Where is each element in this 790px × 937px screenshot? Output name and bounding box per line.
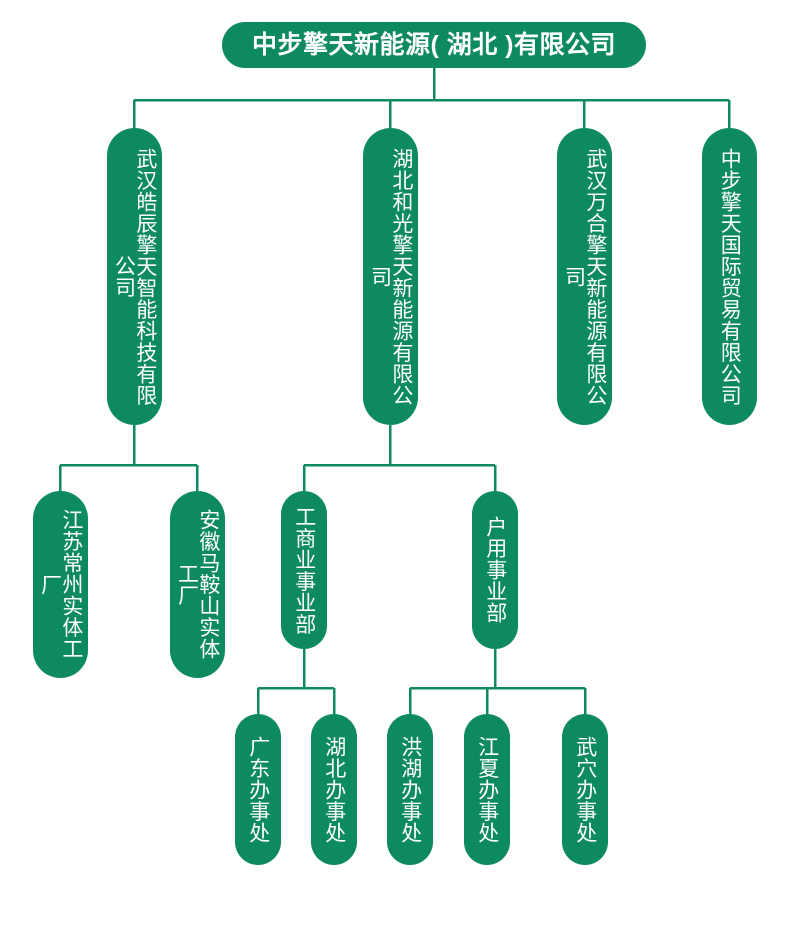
org-node-industrial-div[interactable]: 工商业事业部 — [281, 491, 327, 649]
org-node-jiangxia-office[interactable]: 江夏办事处 — [464, 714, 510, 865]
org-node-label: 武穴办事处 — [573, 735, 597, 844]
org-node-wuhan-haochen[interactable]: 武汉皓辰擎天智能科技有限公司 — [107, 128, 162, 425]
org-node-guangdong-office[interactable]: 广东办事处 — [235, 714, 281, 865]
org-node-label: 中步擎天新能源( 湖北 )有限公司 — [251, 30, 617, 59]
org-node-label: 江苏常州实体工厂 — [38, 509, 83, 660]
org-node-hubei-heguang[interactable]: 湖北和光擎天新能源有限公司 — [363, 128, 418, 425]
org-node-zhongbu-trade[interactable]: 中步擎天国际贸易有限公司 — [702, 128, 757, 425]
org-node-label: 安徽马鞍山实体工厂 — [175, 509, 220, 660]
org-node-label: 湖北办事处 — [322, 735, 346, 844]
org-node-label: 户用事业部 — [483, 516, 507, 624]
org-node-label: 广东办事处 — [246, 735, 270, 844]
org-node-root[interactable]: 中步擎天新能源( 湖北 )有限公司 — [222, 22, 646, 68]
org-node-honghu-office[interactable]: 洪湖办事处 — [387, 714, 433, 865]
org-node-label: 洪湖办事处 — [398, 735, 422, 844]
org-node-wuhan-wanhe[interactable]: 武汉万合擎天新能源有限公司 — [557, 128, 612, 425]
org-node-label: 武汉皓辰擎天智能科技有限公司 — [112, 147, 157, 406]
org-node-wuxue-office[interactable]: 武穴办事处 — [562, 714, 608, 865]
org-node-label: 湖北和光擎天新能源有限公司 — [368, 147, 413, 406]
org-node-label: 武汉万合擎天新能源有限公司 — [562, 147, 607, 406]
org-node-residential-div[interactable]: 户用事业部 — [472, 491, 518, 649]
org-node-anhui-maanshan[interactable]: 安徽马鞍山实体工厂 — [170, 491, 225, 678]
org-node-jiangsu-changzhou[interactable]: 江苏常州实体工厂 — [33, 491, 88, 678]
org-node-label: 工商业事业部 — [292, 505, 316, 635]
org-node-hubei-office[interactable]: 湖北办事处 — [311, 714, 357, 865]
org-node-label: 江夏办事处 — [475, 735, 499, 844]
org-node-label: 中步擎天国际贸易有限公司 — [718, 147, 742, 406]
